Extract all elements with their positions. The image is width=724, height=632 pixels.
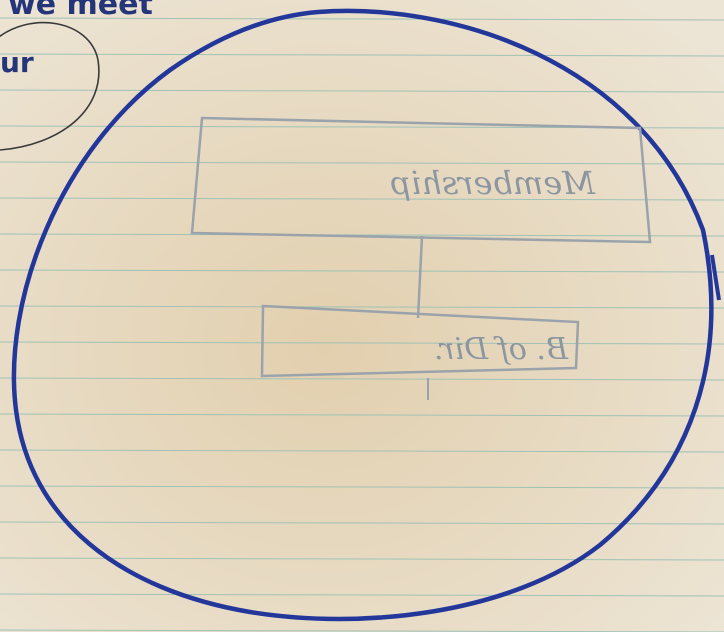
ruled-line [0, 233, 724, 237]
left-handwriting: ur [0, 46, 34, 79]
ruled-line [0, 413, 724, 417]
circle-tick-mark [710, 254, 721, 301]
upper-box [190, 116, 652, 244]
ruled-line [0, 449, 724, 453]
big-blue-circle [11, 8, 714, 622]
ruled-line [0, 305, 724, 309]
ruled-line [0, 341, 724, 345]
ruled-line [0, 53, 724, 57]
lower-box [260, 304, 580, 378]
ruled-line [0, 89, 724, 93]
ruled-line [0, 557, 724, 561]
ruled-line [0, 17, 724, 21]
connector-line [416, 235, 424, 319]
ruled-line [0, 593, 724, 597]
upper-box-label: Membership [390, 164, 596, 202]
ruled-line [0, 377, 724, 381]
ruled-line [0, 521, 724, 525]
left-circle-outline [0, 21, 100, 151]
lower-box-label: B. of Dir. [434, 332, 569, 367]
ruled-line [0, 161, 724, 165]
ruled-lines [0, 17, 724, 632]
ruled-line [0, 197, 724, 201]
top-handwriting: we meet [8, 0, 153, 22]
ruled-line [0, 269, 724, 273]
ruled-line [0, 485, 724, 489]
